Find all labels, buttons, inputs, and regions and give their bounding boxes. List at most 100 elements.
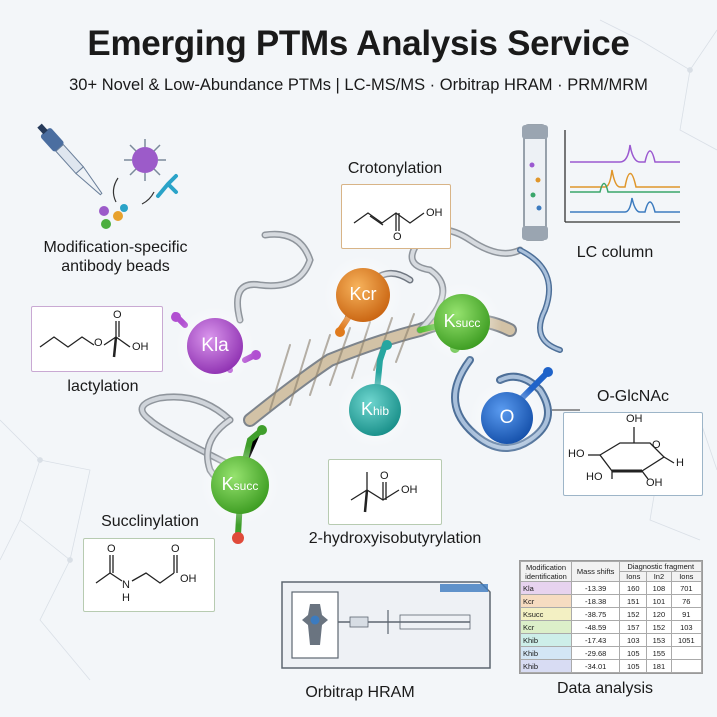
table-cell: 120 bbox=[646, 607, 672, 621]
table-cell: 155 bbox=[646, 646, 672, 660]
kcr-node-label: Kcr bbox=[349, 284, 377, 304]
kla-node bbox=[187, 318, 243, 374]
table-cell: Kcr bbox=[520, 594, 572, 608]
table-cell: Khib bbox=[520, 633, 572, 647]
lactyl-structure-box: O O OH bbox=[31, 306, 163, 372]
lactyl-o-top: O bbox=[113, 309, 122, 321]
table-cell: -38.75 bbox=[570, 607, 621, 621]
table-cell: 181 bbox=[646, 659, 672, 673]
glcnac-structure bbox=[588, 427, 675, 480]
lactyl-structure bbox=[39, 321, 131, 358]
col-ions-2: Ions bbox=[670, 571, 703, 582]
hib-o: O bbox=[380, 470, 389, 482]
table-cell: 103 bbox=[670, 620, 703, 634]
o-glcnac-node bbox=[481, 392, 533, 444]
col-mass-shift: Mass shifts bbox=[570, 561, 621, 582]
table-cell: Khib bbox=[520, 659, 572, 673]
table-cell: -48.59 bbox=[570, 620, 621, 634]
succ-structure bbox=[95, 555, 178, 584]
hib-label: 2-hydroxyisobutyrylation bbox=[308, 530, 482, 547]
table-cell: -13.39 bbox=[570, 581, 621, 595]
table-cell: -17.43 bbox=[570, 633, 621, 647]
succ-oh: OH bbox=[180, 573, 197, 585]
ksucc-left-node bbox=[211, 456, 269, 514]
table-cell: Kcr bbox=[520, 620, 572, 634]
o-glcnac-node-label: O bbox=[499, 407, 515, 428]
table-cell: 160 bbox=[619, 581, 648, 595]
kla-node-label: Kla bbox=[201, 335, 229, 356]
antibody-label: Modification-specific antibody beads bbox=[43, 239, 188, 275]
succinylation-label: Succlinylation bbox=[101, 513, 199, 530]
ksucc-right-node bbox=[434, 294, 490, 350]
table-cell: 101 bbox=[646, 594, 672, 608]
glcnac-o-ring: O bbox=[652, 439, 661, 451]
table-cell: 103 bbox=[619, 633, 648, 647]
table-cell: 151 bbox=[619, 594, 648, 608]
ksucc-right-node-label: Ksucc bbox=[443, 311, 481, 331]
glcnac-oh-top: OH bbox=[626, 413, 643, 425]
lactyl-o: O bbox=[94, 337, 103, 349]
table-cell: 105 bbox=[619, 646, 648, 660]
crotonyl-structure bbox=[353, 212, 425, 231]
table-cell: 1051 bbox=[670, 633, 703, 647]
succ-o-right: O bbox=[171, 543, 180, 555]
table-cell: -34.01 bbox=[570, 659, 621, 673]
crotonyl-oh: OH bbox=[426, 207, 443, 219]
table-cell: -18.38 bbox=[570, 594, 621, 608]
kcr-node bbox=[336, 268, 390, 322]
khib-node-label: Khib bbox=[360, 399, 390, 419]
orbitrap-label: Orbitrap HRAM bbox=[305, 684, 415, 701]
hib-oh: OH bbox=[401, 484, 418, 496]
col-ions-1: Ions bbox=[619, 571, 648, 582]
table-cell: 157 bbox=[619, 620, 648, 634]
glcnac-structure-box: OH HO HO O H OH bbox=[563, 412, 703, 496]
ksucc-left-node-label: Ksucc bbox=[221, 474, 259, 494]
khib-node bbox=[349, 384, 401, 436]
crotonyl-o: O bbox=[393, 231, 402, 243]
succ-n: N bbox=[122, 579, 130, 591]
table-cell: Kla bbox=[520, 581, 572, 595]
table-cell: 153 bbox=[646, 633, 672, 647]
table-cell: 91 bbox=[670, 607, 703, 621]
o-glcnac-label: O-GlcNAc bbox=[597, 388, 669, 405]
lc-column-icon bbox=[522, 124, 680, 241]
table-cell: -29.68 bbox=[570, 646, 621, 660]
page-title: Emerging PTMs Analysis Service bbox=[87, 24, 630, 63]
table-cell: Khib bbox=[520, 646, 572, 660]
lc-column-label: LC column bbox=[576, 244, 654, 261]
succ-structure-box: O N H O OH bbox=[83, 538, 215, 612]
succ-h: H bbox=[122, 592, 130, 604]
hib-structure bbox=[350, 472, 400, 513]
col-in2: In2 bbox=[646, 571, 672, 582]
col-modification: Modification identification bbox=[520, 561, 572, 582]
lactylation-label: lactylation bbox=[67, 378, 139, 395]
glcnac-ho-left: HO bbox=[568, 448, 585, 460]
data-analysis-table: Modification identification Mass shifts … bbox=[519, 560, 703, 674]
crotonyl-structure-box: OH O bbox=[341, 184, 451, 249]
succ-o-left: O bbox=[107, 543, 116, 555]
glcnac-h: H bbox=[676, 457, 684, 469]
table-cell: Ksucc bbox=[520, 607, 572, 621]
table-cell: 152 bbox=[646, 620, 672, 634]
antibody-bead-icon bbox=[37, 123, 178, 229]
table-cell: 152 bbox=[619, 607, 648, 621]
table-cell bbox=[670, 646, 703, 660]
table-cell bbox=[670, 659, 703, 673]
glcnac-oh-bottom: OH bbox=[646, 477, 663, 489]
table-cell: 105 bbox=[619, 659, 648, 673]
orbitrap-instrument bbox=[281, 581, 491, 669]
col-diagnostic: Diagnostic fragment bbox=[619, 561, 702, 572]
page-subtitle: 30+ Novel & Low-Abundance PTMs | LC-MS/M… bbox=[69, 76, 648, 94]
data-analysis-label: Data analysis bbox=[556, 680, 654, 697]
table-cell: 76 bbox=[670, 594, 703, 608]
glcnac-ho-low: HO bbox=[586, 471, 603, 483]
hib-structure-box: O OH bbox=[328, 459, 442, 525]
